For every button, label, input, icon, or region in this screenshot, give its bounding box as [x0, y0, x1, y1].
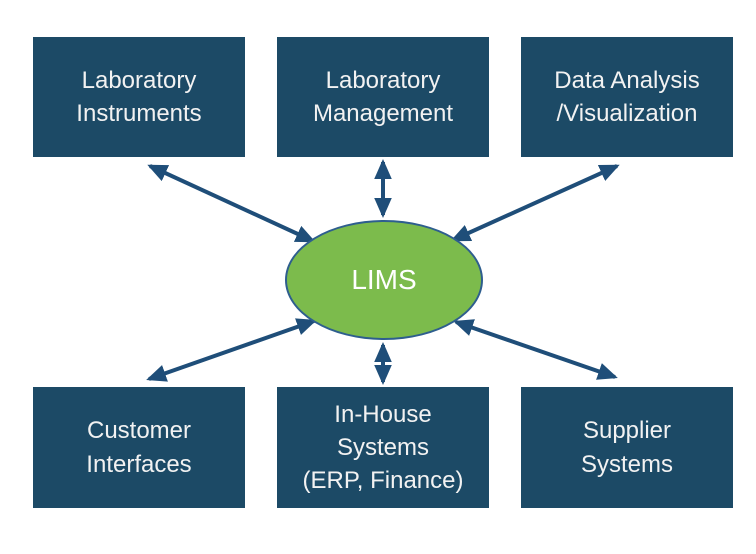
arrow-lims-supplier-systems [453, 319, 618, 380]
node-in-house-systems: In-House Systems (ERP, Finance) [277, 387, 489, 508]
node-label-line: Customer [86, 417, 192, 445]
node-label-line: Laboratory [81, 66, 197, 94]
arrow-lims-data-analysis-visualization [450, 164, 620, 242]
node-label-line: Interfaces [86, 450, 192, 478]
node-label-line: /Visualization [556, 100, 698, 127]
lims-center-ellipse: LIMS [285, 220, 483, 340]
node-laboratory-management: Laboratory Management [277, 37, 489, 157]
node-label-line: Management [312, 100, 454, 127]
node-label-line: Instruments [76, 100, 202, 127]
node-label-line: Laboratory [325, 66, 441, 94]
node-label-line: (ERP, Finance) [302, 467, 464, 495]
node-laboratory-instruments: Laboratory Instruments [33, 37, 245, 157]
arrow-lims-customer-interfaces [146, 318, 317, 382]
arrow-lims-laboratory-instruments [147, 164, 316, 243]
node-label-line: Systems [580, 450, 673, 478]
node-supplier-systems: Supplier Systems [521, 387, 733, 508]
lims-label: LIMS [351, 264, 417, 295]
node-label-line: Data Analysis [554, 66, 700, 94]
node-label-line: Systems [336, 433, 429, 461]
node-label-line: Supplier [582, 417, 672, 445]
node-data-analysis-visualization: Data Analysis /Visualization [521, 37, 733, 157]
node-customer-interfaces: Customer Interfaces [33, 387, 245, 508]
node-label-line: In-House [334, 400, 432, 428]
